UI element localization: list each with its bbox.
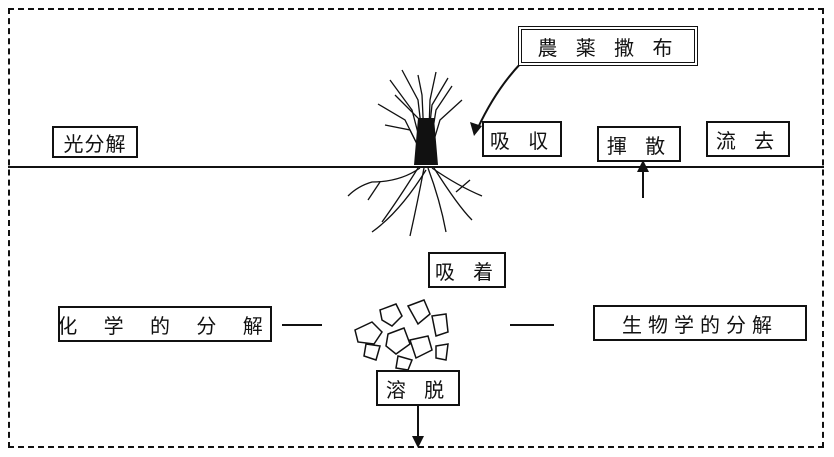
- label-desorption: 溶 脱: [376, 370, 460, 406]
- soil-particles: [355, 300, 448, 370]
- label-biological-decomposition: 生物学的分解: [593, 305, 807, 341]
- plant-stem: [414, 118, 438, 165]
- label-adsorption: 吸 着: [428, 252, 506, 288]
- label-application: 農 薬 撒 布: [518, 26, 698, 66]
- arrow-leaching: [412, 404, 424, 448]
- label-chemical-decomposition: 化 学 的 分 解: [58, 306, 272, 342]
- connector-left: [282, 324, 322, 326]
- connector-right: [510, 324, 554, 326]
- arrow-volatilization: [637, 160, 649, 198]
- label-photolysis: 光分解: [52, 126, 138, 158]
- label-volatilization: 揮 散: [597, 126, 681, 162]
- label-absorption: 吸 収: [482, 121, 562, 157]
- label-runoff: 流 去: [706, 121, 790, 157]
- plant-roots: [348, 168, 482, 236]
